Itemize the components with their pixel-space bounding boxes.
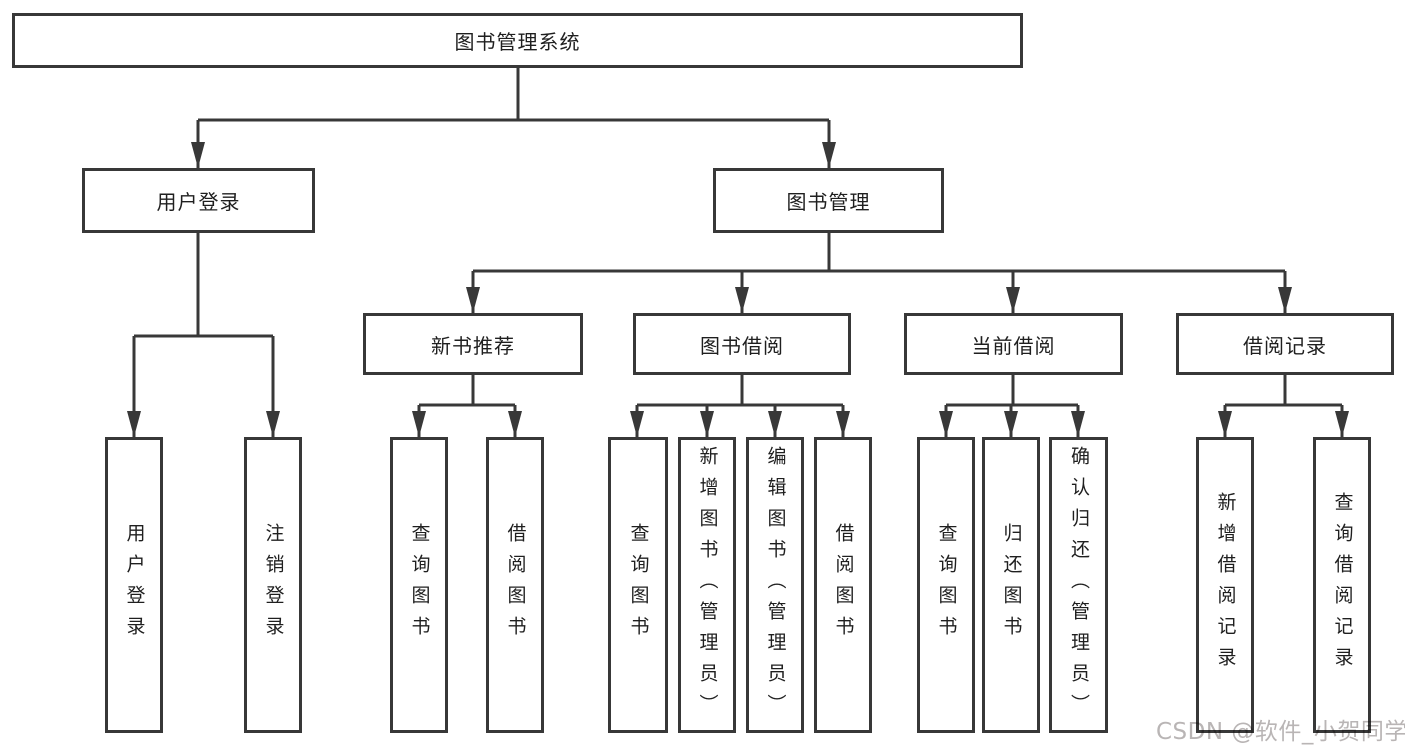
node-new-book-recommendation: 新书推荐 (363, 313, 583, 375)
node-leaf-return-books: 归还图书 (982, 437, 1040, 733)
watermark-text: CSDN @软件_小贺同学 (1156, 719, 1405, 745)
node-leaf-add-borrow-record: 新增借阅记录 (1196, 437, 1254, 733)
node-borrowing-records: 借阅记录 (1176, 313, 1394, 375)
node-leaf-edit-books-admin: 编辑图书（管理员） (746, 437, 804, 733)
node-leaf-query-books-borrow: 查询图书 (608, 437, 668, 733)
node-leaf-confirm-return-admin: 确认归还（管理员） (1049, 437, 1108, 733)
node-book-borrowing: 图书借阅 (633, 313, 851, 375)
node-library-system: 图书管理系统 (12, 13, 1023, 68)
node-current-borrowing: 当前借阅 (904, 313, 1123, 375)
node-book-management: 图书管理 (713, 168, 944, 233)
node-leaf-user-login: 用户登录 (105, 437, 163, 733)
connector-trunks (134, 68, 1342, 407)
node-leaf-borrow-books-recommend: 借阅图书 (486, 437, 544, 733)
node-leaf-query-books-recommend: 查询图书 (390, 437, 448, 733)
node-leaf-query-borrow-record: 查询借阅记录 (1313, 437, 1371, 733)
node-leaf-query-books-current: 查询图书 (917, 437, 975, 733)
node-user-login: 用户登录 (82, 168, 315, 233)
node-leaf-add-books-admin: 新增图书（管理员） (678, 437, 736, 733)
node-leaf-borrow-books-borrow: 借阅图书 (814, 437, 872, 733)
node-leaf-logout: 注销登录 (244, 437, 302, 733)
